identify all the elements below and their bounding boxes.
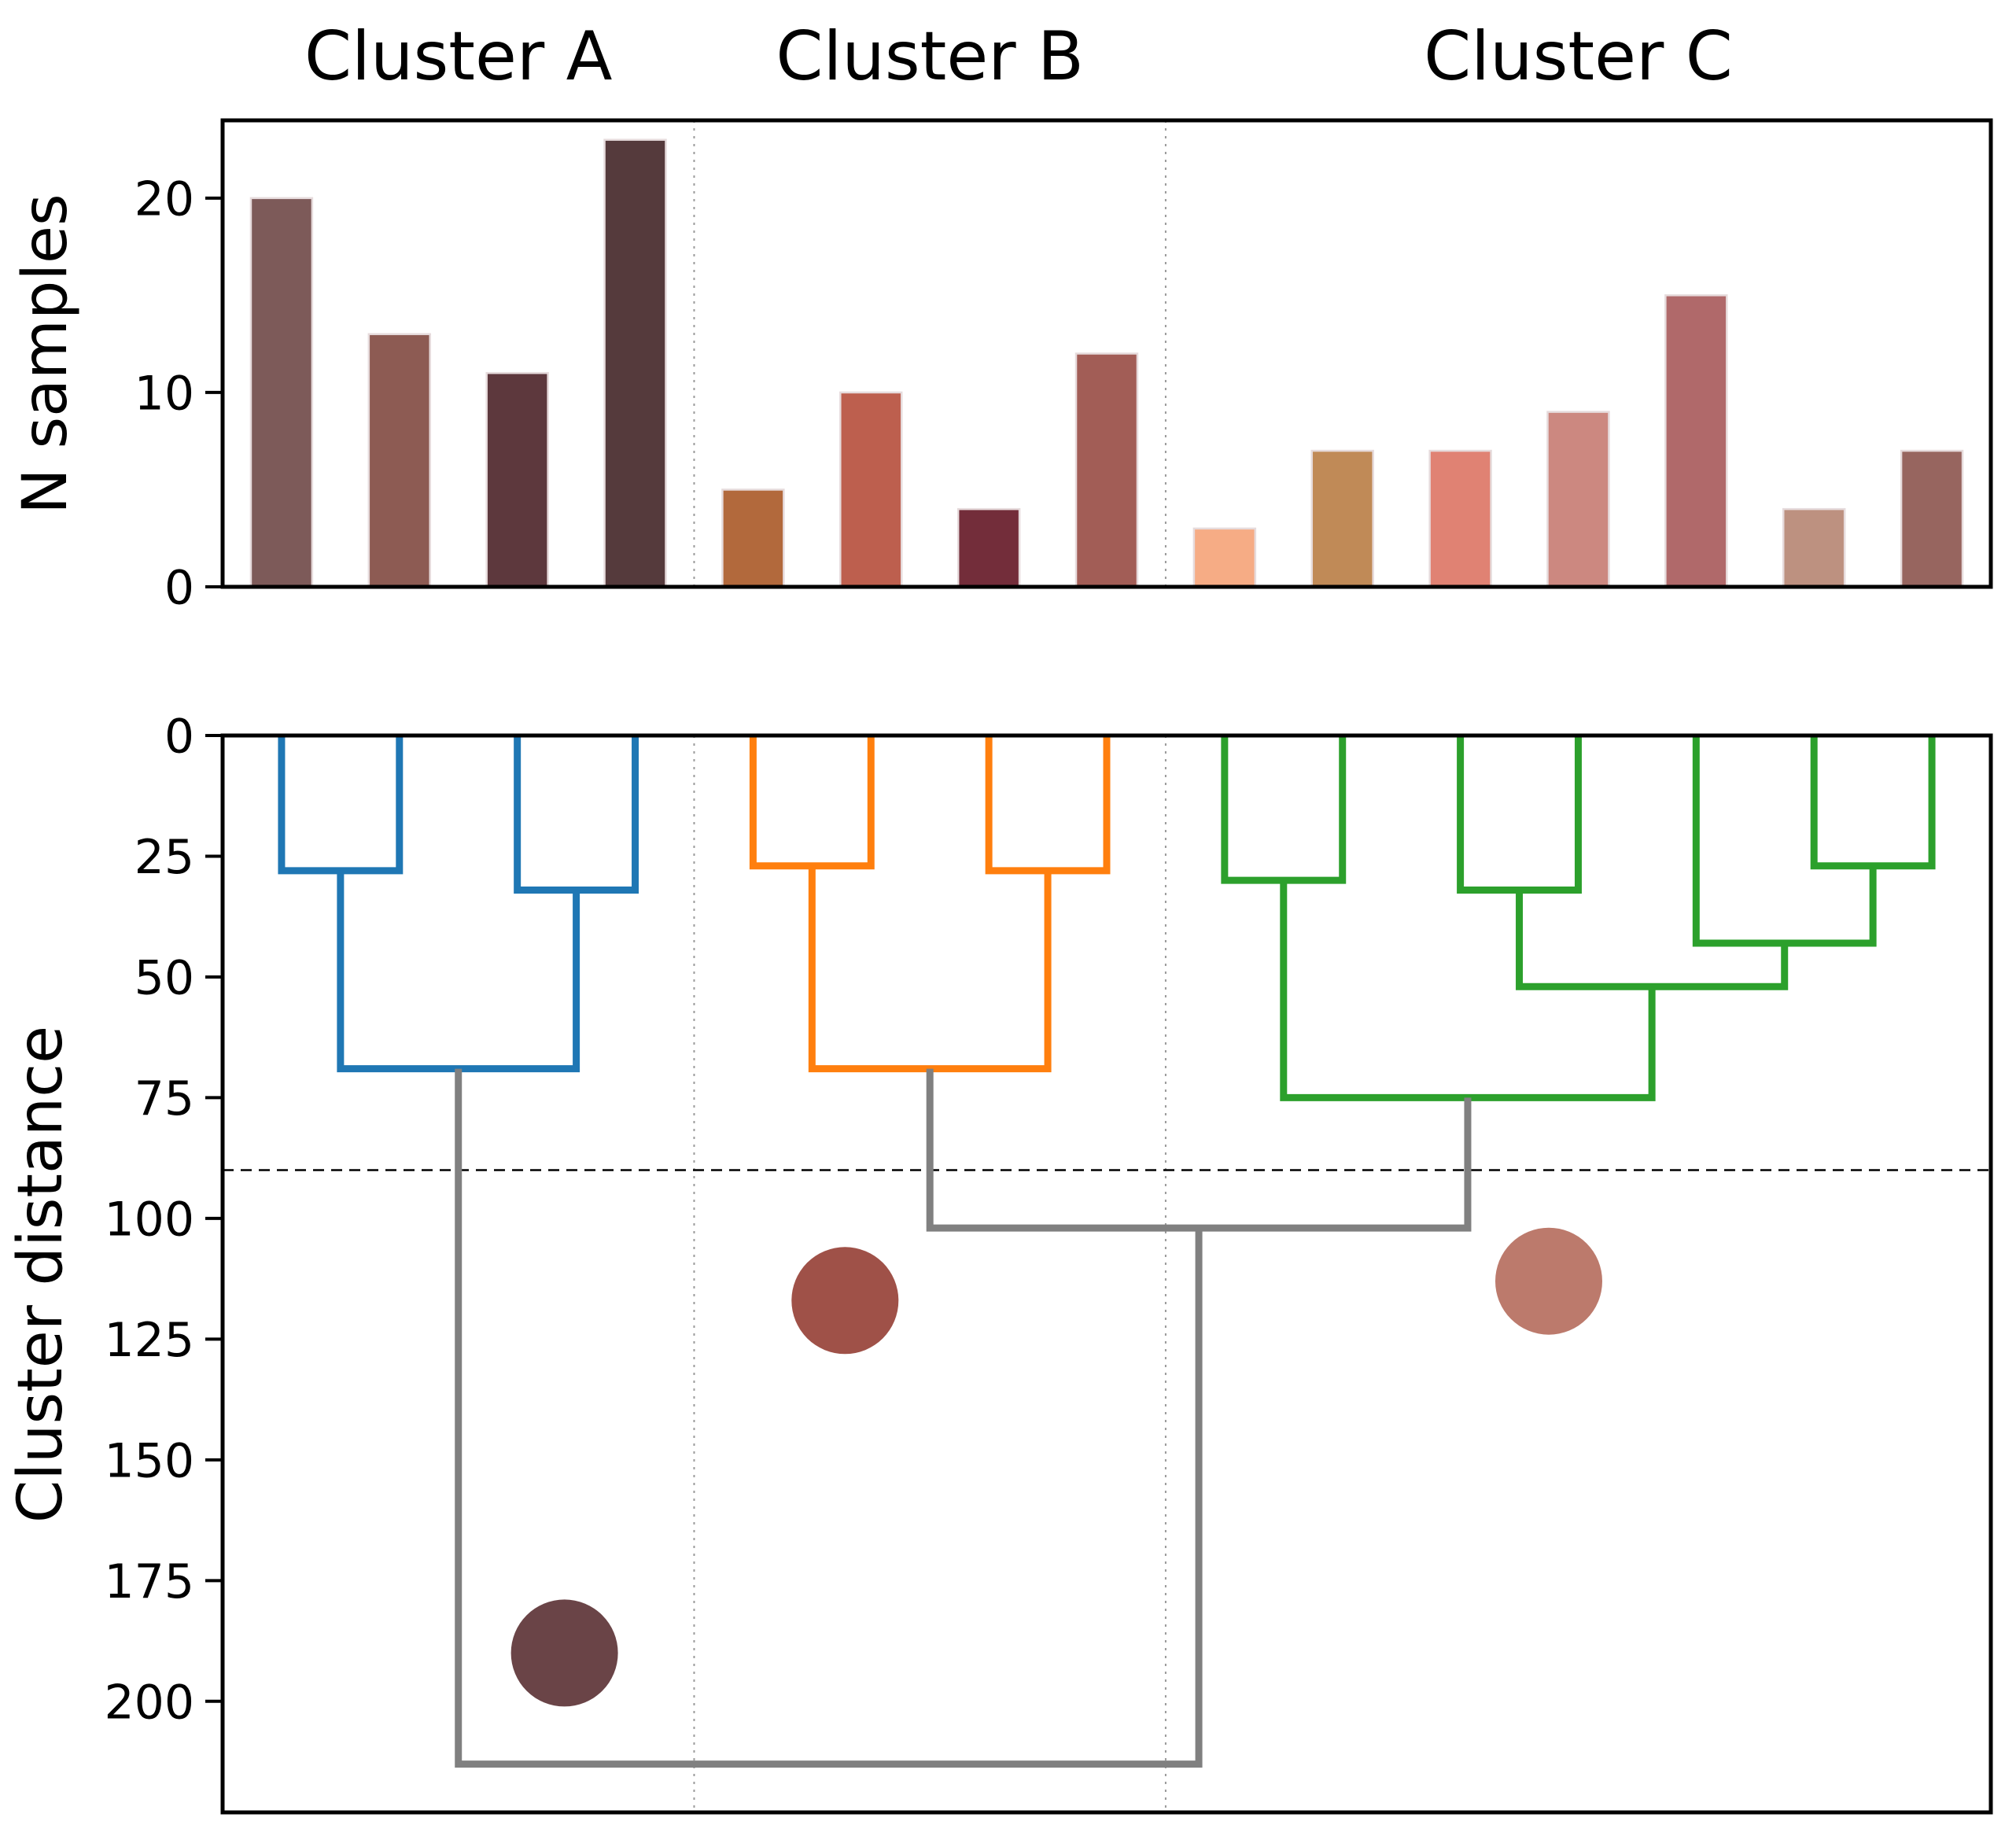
dendrogram-link — [985, 735, 1111, 875]
bar-cluster-c — [1428, 449, 1492, 588]
bottom-y-tick-label: 75 — [135, 1071, 194, 1126]
top-y-tick-label: 20 — [135, 171, 194, 227]
bottom-y-tick-label: 125 — [104, 1313, 194, 1368]
dendrogram-link — [808, 865, 1052, 1073]
bar-cluster-a — [367, 333, 432, 588]
dendrogram-link — [1221, 735, 1347, 884]
top-y-tick-label: 10 — [135, 367, 194, 422]
bar-cluster-b — [839, 391, 903, 588]
dendrogram-link — [1457, 735, 1582, 894]
bar-cluster-c — [1310, 449, 1374, 588]
bar-cluster-b — [1074, 352, 1139, 588]
cluster-b-title: Cluster B — [776, 17, 1084, 96]
bottom-y-tick-label: 100 — [104, 1193, 194, 1248]
dendrogram-link — [749, 735, 875, 870]
cluster-c-title: Cluster C — [1424, 17, 1733, 96]
cluster-a-title: Cluster A — [304, 17, 613, 96]
dendrogram-link — [455, 1068, 1203, 1768]
cluster-c-marker — [1495, 1227, 1602, 1335]
bottom-y-tick-label: 200 — [104, 1675, 194, 1730]
dendrogram-link — [1810, 735, 1936, 870]
bottom-y-tick-label: 175 — [104, 1554, 194, 1609]
dendrogram-link — [278, 735, 404, 875]
bar-cluster-c — [1192, 527, 1257, 588]
bottom-y-tick-label: 25 — [135, 830, 194, 885]
dendrogram-link — [514, 735, 639, 894]
bottom-y-tick-label: 0 — [164, 710, 194, 765]
dendrogram-link — [926, 1068, 1472, 1232]
bar-cluster-c — [1664, 294, 1728, 588]
bottom-y-tick-label: 150 — [104, 1433, 194, 1488]
bar-cluster-b — [721, 488, 785, 588]
bar-cluster-a — [485, 371, 549, 588]
bar-cluster-b — [956, 507, 1021, 588]
bar-cluster-a — [249, 197, 314, 588]
bar-cluster-c — [1782, 507, 1846, 588]
bar-cluster-a — [603, 138, 667, 588]
top-y-tick-label: 0 — [164, 561, 194, 616]
bar-panel-border — [220, 118, 1993, 589]
bar-cluster-c — [1900, 449, 1964, 588]
cluster-b-marker — [791, 1247, 899, 1355]
dendrogram-link — [1692, 735, 1877, 947]
dendrogram-link — [1516, 890, 1789, 990]
bottom-y-tick-label: 50 — [135, 951, 194, 1006]
dendrogram-link — [337, 870, 580, 1073]
bar-cluster-c — [1546, 411, 1610, 588]
dendrogram-panel-border — [220, 733, 1993, 1815]
cluster-a-marker — [510, 1599, 618, 1707]
